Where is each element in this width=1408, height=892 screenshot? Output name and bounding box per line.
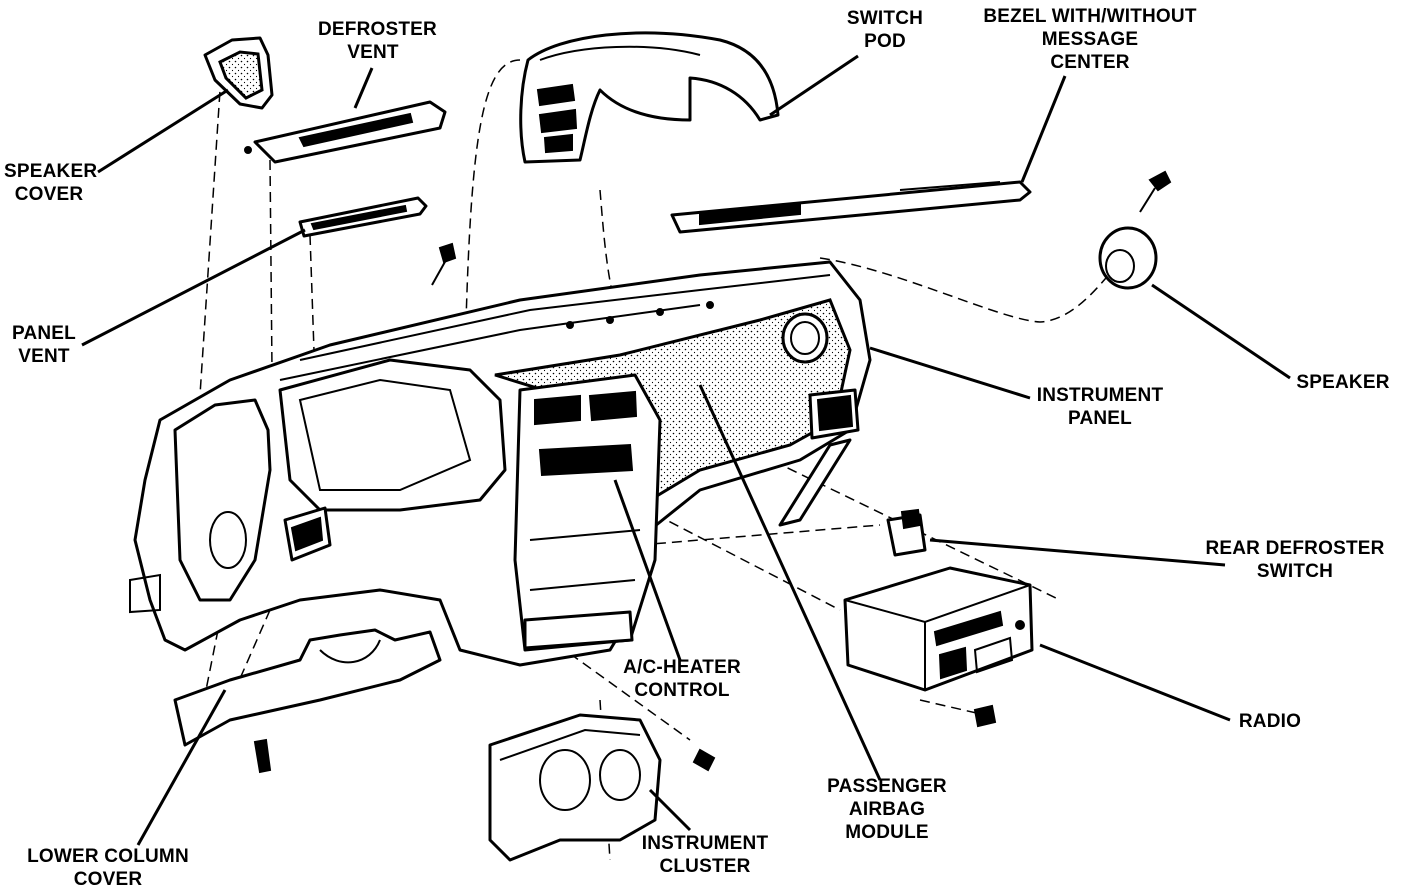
label-ac-heater-control-line1: A/C-HEATER	[623, 657, 741, 678]
label-instrument-panel-line1: INSTRUMENT	[1036, 385, 1164, 406]
label-bezel-line2: MESSAGE	[1041, 29, 1139, 50]
speaker-cover-part	[203, 36, 274, 110]
label-switch-pod-line2: POD	[864, 31, 906, 52]
label-ac-heater-control: A/C-HEATER CONTROL	[612, 656, 752, 702]
label-bezel: BEZEL WITH/WITHOUT MESSAGE CENTER	[965, 5, 1215, 74]
label-switch-pod: SWITCH POD	[845, 7, 925, 53]
instrument-panel-part	[129, 242, 872, 667]
label-instrument-cluster: INSTRUMENT CLUSTER	[630, 832, 780, 878]
label-lower-column-cover-line1: LOWER COLUMN	[27, 846, 189, 867]
label-passenger-airbag-module: PASSENGER AIRBAG MODULE	[822, 775, 952, 844]
label-radio-line1: RADIO	[1238, 711, 1302, 732]
label-speaker-cover: SPEAKER COVER	[4, 160, 98, 206]
label-instrument-panel-line2: PANEL	[1068, 408, 1132, 429]
label-defroster-vent-line2: VENT	[347, 42, 399, 63]
label-passenger-airbag-module-line1: PASSENGER	[827, 776, 947, 797]
panel-vent-part	[298, 196, 428, 238]
label-bezel-line1: BEZEL WITH/WITHOUT	[983, 6, 1197, 27]
label-panel-vent-line1: PANEL	[12, 323, 76, 344]
label-speaker: SPEAKER	[1288, 371, 1398, 394]
label-radio: RADIO	[1225, 710, 1315, 733]
label-panel-vent-line2: VENT	[18, 346, 70, 367]
label-instrument-cluster-line1: INSTRUMENT	[641, 833, 769, 854]
label-instrument-cluster-line2: CLUSTER	[659, 856, 751, 877]
rear-defroster-switch-part	[886, 508, 927, 557]
label-rear-defroster-switch-line2: SWITCH	[1256, 561, 1334, 582]
label-passenger-airbag-module-line2: AIRBAG	[848, 799, 926, 820]
label-bezel-line3: CENTER	[1050, 52, 1130, 73]
label-instrument-panel: INSTRUMENT PANEL	[1025, 384, 1175, 430]
speaker-part	[1098, 170, 1172, 290]
label-switch-pod-line1: SWITCH	[846, 8, 924, 29]
label-lower-column-cover: LOWER COLUMN COVER	[8, 845, 208, 891]
label-lower-column-cover-line2: COVER	[73, 869, 143, 890]
label-rear-defroster-switch: REAR DEFROSTER SWITCH	[1195, 537, 1395, 583]
label-speaker-cover-line1: SPEAKER	[4, 161, 98, 182]
lower-column-cover-part	[173, 628, 442, 774]
defroster-vent-part	[244, 100, 447, 164]
label-speaker-cover-line2: COVER	[14, 184, 84, 205]
label-defroster-vent: DEFROSTER VENT	[318, 18, 437, 64]
instrument-cluster-part	[488, 713, 716, 862]
label-speaker-line1: SPEAKER	[1296, 372, 1390, 393]
radio-part	[843, 566, 1034, 728]
switch-pod-part	[519, 31, 780, 164]
label-panel-vent: PANEL VENT	[4, 322, 84, 368]
label-ac-heater-control-line2: CONTROL	[634, 680, 730, 701]
leader-lines	[81, 54, 1291, 846]
label-defroster-vent-line1: DEFROSTER	[318, 19, 437, 40]
bezel-part	[670, 180, 1032, 234]
label-rear-defroster-switch-line1: REAR DEFROSTER	[1205, 538, 1385, 559]
label-passenger-airbag-module-line3: MODULE	[845, 822, 929, 843]
